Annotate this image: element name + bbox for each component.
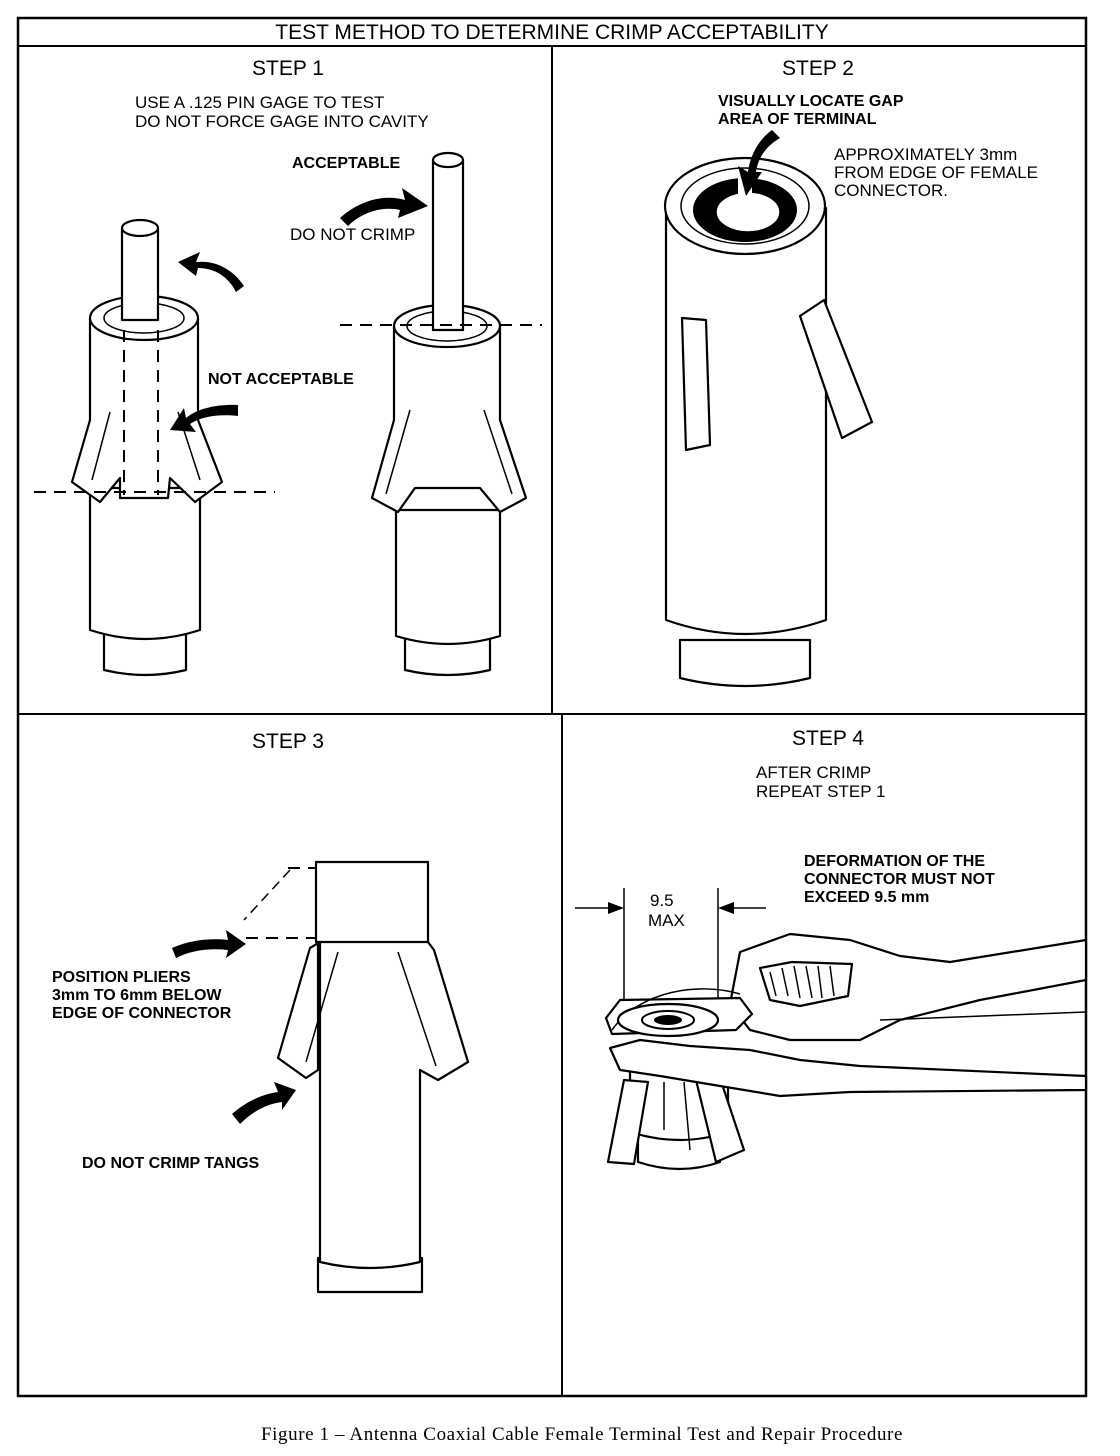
step4-heading: STEP 4: [792, 727, 864, 750]
step2-heading: STEP 2: [782, 57, 854, 80]
step4-deform-line3: EXCEED 9.5 mm: [804, 889, 929, 906]
step1-instruction-line2: DO NOT FORCE GAGE INTO CAVITY: [135, 112, 429, 131]
step1-instruction-line1: USE A .125 PIN GAGE TO TEST: [135, 93, 384, 112]
step1-panel: STEP 1 USE A .125 PIN GAGE TO TEST DO NO…: [34, 57, 542, 677]
step1-do-not-crimp-label: DO NOT CRIMP: [290, 225, 415, 244]
step2-approx-line1: APPROXIMATELY 3mm: [834, 145, 1017, 164]
step2-locate-line2: AREA OF TERMINAL: [718, 111, 877, 128]
step2-approx-line2: FROM EDGE OF FEMALE: [834, 163, 1038, 182]
step1-acceptable-label: ACCEPTABLE: [292, 155, 400, 172]
step4-dimension-value: 9.5: [650, 891, 674, 910]
arrow-left-gage-icon: [178, 252, 244, 292]
figure-caption: Figure 1 – Antenna Coaxial Cable Female …: [261, 1424, 903, 1445]
step3-position-line2: 3mm TO 6mm BELOW: [52, 987, 222, 1004]
step4-dimension-marker: [575, 888, 766, 1020]
step2-approx-line3: CONNECTOR.: [834, 181, 948, 200]
step4-dimension-max: MAX: [648, 911, 685, 930]
outer-frame: [16, 16, 1088, 1398]
step4-deform-line1: DEFORMATION OF THE: [804, 853, 985, 870]
step3-connector: [243, 860, 470, 1294]
step2-panel: STEP 2 VISUALLY LOCATE GAP AREA OF TERMI…: [663, 57, 1038, 688]
arrow-position-pliers-icon: [172, 930, 246, 958]
step4-after-line1: AFTER CRIMP: [756, 763, 871, 782]
step3-do-not-crimp-tangs-label: DO NOT CRIMP TANGS: [82, 1155, 260, 1172]
step2-locate-line1: VISUALLY LOCATE GAP: [718, 93, 904, 110]
step3-panel: STEP 3 POSITION PLIERS 3mm TO 6mm BELOW …: [52, 730, 470, 1294]
step1-connector-not-acceptable: [34, 218, 275, 677]
step1-heading: STEP 1: [252, 57, 324, 80]
diagram-title: TEST METHOD TO DETERMINE CRIMP ACCEPTABI…: [275, 21, 828, 44]
step4-deform-line2: CONNECTOR MUST NOT: [804, 871, 995, 888]
step4-after-line2: REPEAT STEP 1: [756, 782, 885, 801]
arrow-not-acceptable-icon: [170, 404, 238, 432]
step1-connector-acceptable: [340, 151, 542, 677]
step4-panel: STEP 4 AFTER CRIMP REPEAT STEP 1 DEFORMA…: [575, 727, 1088, 1171]
arrow-tangs-icon: [232, 1082, 296, 1124]
arrow-acceptable-icon: [340, 188, 428, 226]
step4-crimp-pliers: [604, 932, 1088, 1098]
step3-position-line3: EDGE OF CONNECTOR: [52, 1005, 232, 1022]
step3-position-line1: POSITION PLIERS: [52, 969, 191, 986]
step2-connector: [663, 156, 874, 688]
step1-not-acceptable-label: NOT ACCEPTABLE: [208, 371, 354, 388]
step3-heading: STEP 3: [252, 730, 324, 753]
arrow-gap-icon: [738, 130, 780, 196]
